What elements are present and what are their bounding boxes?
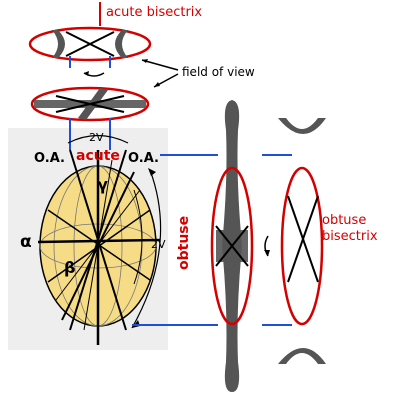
two-v-side-label: 2V <box>151 238 166 251</box>
obtuse-arc-head-top <box>148 168 156 176</box>
beta-label: β <box>64 258 75 277</box>
obtuse-bisectrix-label-line2: bisectrix <box>322 229 378 244</box>
oa-right-label: O.A. <box>128 151 159 166</box>
obtuse-bisectrix-view <box>278 118 326 364</box>
obtuse-edge-ellipse <box>210 166 254 326</box>
field-of-view-label: field of view <box>182 65 255 79</box>
optical-indicatrix <box>37 149 161 345</box>
rotated-view <box>30 86 150 150</box>
acute-bisectrix-view <box>28 2 152 68</box>
gamma-label: γ <box>97 175 108 194</box>
obtuse-edge-view <box>210 100 254 392</box>
oa-left-label: O.A. <box>34 151 65 166</box>
obtuse-angle-arc <box>131 169 162 329</box>
obtuse-edge-crosshair-b <box>215 225 249 267</box>
obtuse-bisectrix-label-line1: obtuse <box>322 213 366 228</box>
optic-axis-right <box>69 149 127 331</box>
acute-label: acute <box>76 148 120 164</box>
acute-view-left-isogyre <box>52 30 65 58</box>
obtuse-view-ellipse <box>280 166 324 326</box>
two-v-top-arc <box>67 134 129 144</box>
fov-pointer-upper <box>141 59 179 71</box>
right-top-isogyre <box>278 118 326 134</box>
obtuse-label: obtuse <box>176 216 192 270</box>
acute-view-right-isogyre <box>115 30 128 58</box>
middle-rotation-arrow-head <box>264 250 270 256</box>
rotation-arrow-head <box>84 71 89 76</box>
indicatrix-spoke-d <box>83 159 113 331</box>
fov-pointer-upper-head <box>142 59 148 63</box>
obtuse-view-crosshair-b <box>287 195 319 283</box>
two-v-top-label: 2V <box>89 131 104 144</box>
rotated-view-crosshair-b <box>55 95 125 113</box>
indicatrix-spoke-b <box>47 209 151 283</box>
alpha-label: α <box>20 232 32 252</box>
acute-bisectrix-label: acute bisectrix <box>106 5 202 20</box>
indicatrix-spoke-a <box>47 209 151 281</box>
fov-pointer-lower-head <box>154 82 160 87</box>
acute-view-crosshair-b <box>65 31 115 57</box>
right-bottom-isogyre <box>278 348 326 364</box>
two-v-side-arc <box>133 189 143 285</box>
